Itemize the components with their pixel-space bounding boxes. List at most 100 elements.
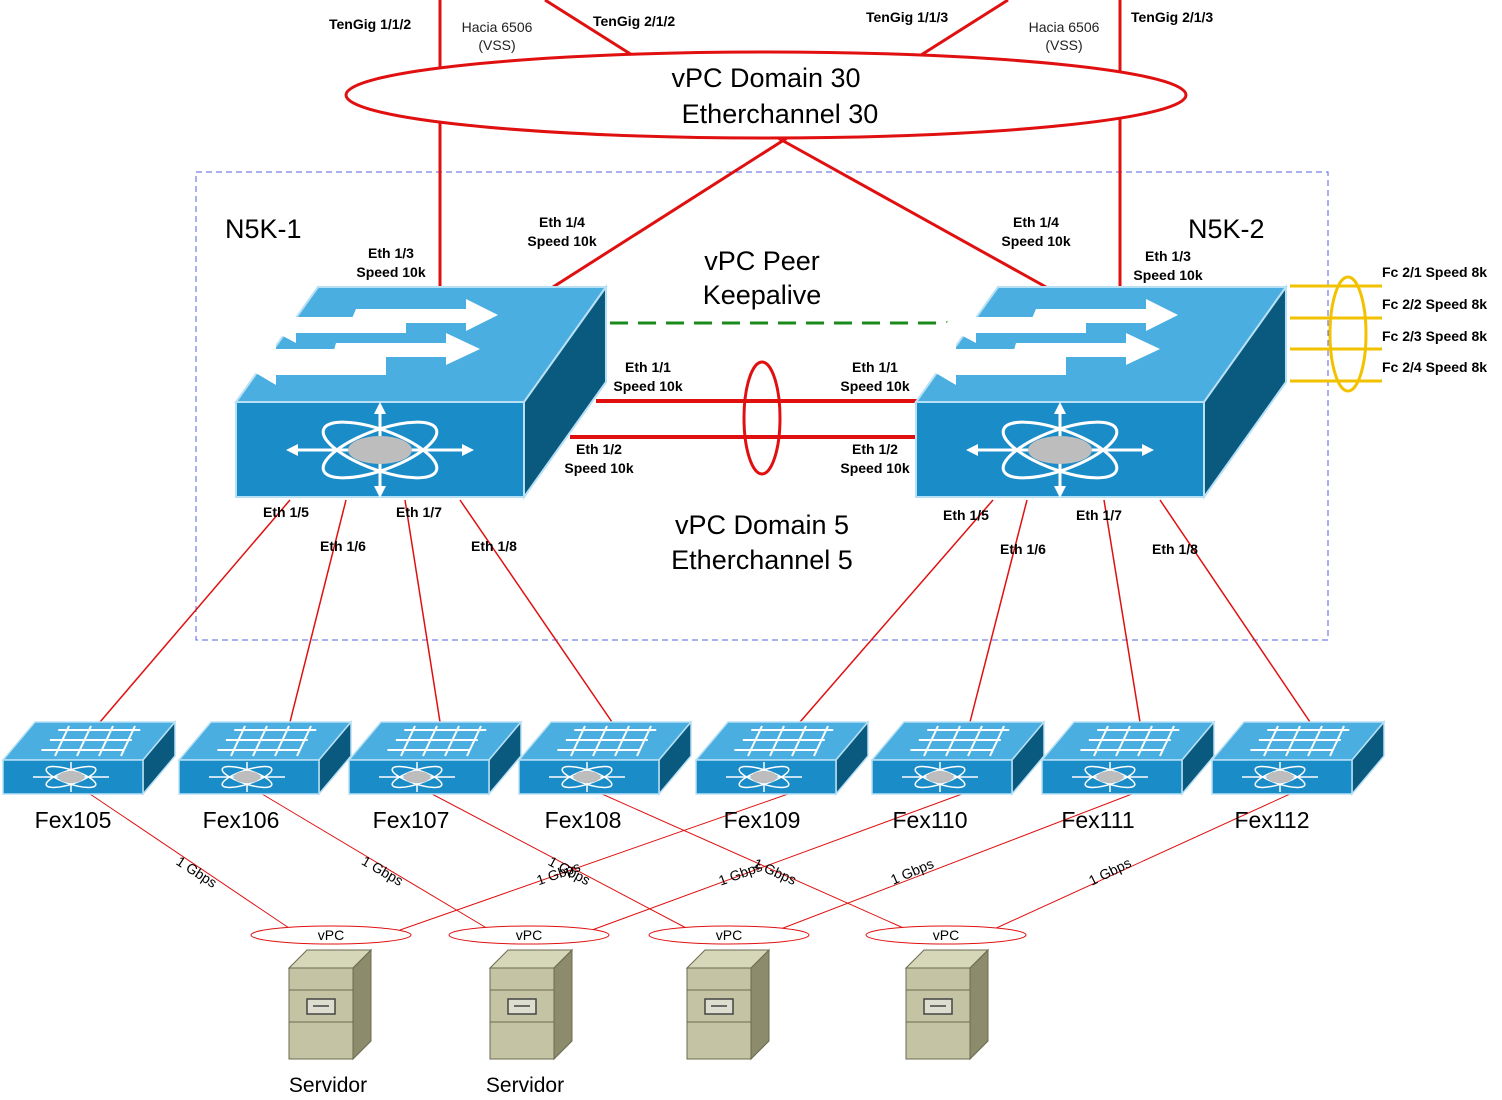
orbit-icon: [391, 765, 443, 789]
core-icon: [1028, 436, 1092, 464]
switch-name-n5k2: N5K-2: [1188, 214, 1265, 244]
link-speed-label: 1 Gbps: [716, 858, 764, 888]
server-vpc-label: vPC: [716, 927, 742, 943]
keepalive-label-2: Keepalive: [703, 280, 822, 310]
arrow-icon: [922, 339, 1066, 385]
orbit-icon: [1001, 420, 1119, 480]
fex-label-105: Fex105: [35, 807, 112, 833]
core-icon: [574, 771, 600, 783]
n5k1-eth11-speed: Speed 10k: [613, 378, 682, 394]
fc-bundle: [1328, 275, 1368, 393]
tengig-212-label: TenGig 2/1/2: [593, 13, 675, 29]
server-icon: [287, 948, 373, 1061]
fc-port-3-label: Fc 2/3 Speed 8k: [1382, 328, 1487, 344]
port-grid-icon: [592, 725, 608, 757]
vpc-domain-30-ellipse: [344, 50, 1188, 140]
port-grid-icon: [120, 725, 136, 757]
orbit-icon: [391, 765, 443, 789]
orbit-icon: [738, 765, 790, 789]
fex-label-112: Fex112: [1234, 807, 1309, 833]
orbit-icon: [1254, 765, 1306, 789]
fc-port-1-label: Fc 2/1 Speed 8k: [1382, 264, 1487, 280]
fex-devices: [1, 719, 1386, 797]
port-grid-icon: [614, 725, 630, 757]
fex-label-108: Fex108: [545, 807, 622, 833]
nexus-switch-n5k1: [234, 283, 608, 501]
server-vpc-groups: vPC vPC vPC vPC: [250, 925, 1027, 945]
n5k2-eth11-speed: Speed 10k: [840, 378, 909, 394]
n5k1-eth13-speed: Speed 10k: [356, 264, 425, 280]
port-grid-icon: [747, 725, 763, 757]
fex-switch-icon: [517, 719, 693, 797]
arrow-icon: [262, 307, 406, 343]
fex-label-109: Fex109: [724, 807, 801, 833]
n5k2-eth16-label: Eth 1/6: [1000, 541, 1046, 557]
fc-links: [1290, 275, 1382, 393]
port-grid-icon: [570, 725, 586, 757]
server-vpc-ellipse: [865, 925, 1027, 945]
server-vpc-ellipse: [250, 925, 412, 945]
fc-port-4-label: Fc 2/4 Speed 8k: [1382, 359, 1487, 375]
link-speed-label: 1 Gbps: [359, 852, 406, 888]
n5k1-eth16-label: Eth 1/6: [320, 538, 366, 554]
n5k1-eth12-label: Eth 1/2: [576, 441, 622, 457]
servers: [287, 948, 990, 1061]
port-grid-icon: [466, 725, 482, 757]
n5k1-eth14-label: Eth 1/4: [539, 214, 585, 230]
orbit-icon: [45, 765, 97, 789]
keepalive-label-1: vPC Peer: [704, 246, 820, 276]
n5k2-eth13-speed: Speed 10k: [1133, 267, 1202, 283]
orbit-icon: [1084, 765, 1136, 789]
fex-front-face: [2, 759, 144, 795]
port-grid-icon: [54, 725, 70, 757]
fex-switch-icon: [1040, 719, 1216, 797]
port-grid-icon: [989, 725, 1005, 757]
n5k1-eth18-label: Eth 1/8: [471, 538, 517, 554]
hacia-6506-label-2: Hacia 6506: [1029, 19, 1100, 35]
server-icon: [685, 948, 771, 1061]
n5k1-eth15-label: Eth 1/5: [263, 504, 309, 520]
tengig-113-label: TenGig 1/1/3: [866, 9, 948, 25]
orbit-icon: [561, 765, 613, 789]
vss-label-1: (VSS): [478, 37, 515, 53]
port-grid-icon: [769, 725, 785, 757]
server-link-labels: 1 Gbps 1 Gbps 1 Gbps 1 Gbps 1 Gbps 1 Gbp…: [173, 852, 1133, 890]
port-grid-icon: [444, 725, 460, 757]
n5k2-eth13-label: Eth 1/3: [1145, 248, 1191, 264]
server-front-face: [905, 967, 971, 1060]
fex-switch-icon: [347, 719, 523, 797]
orbit-icon: [914, 765, 966, 789]
server-side-face: [352, 948, 372, 1061]
orbit-icon: [1001, 420, 1119, 480]
fex-switch-icon: [1210, 719, 1386, 797]
n5k2-eth14-speed: Speed 10k: [1001, 233, 1070, 249]
port-grid-icon: [1285, 725, 1301, 757]
n5k2-eth15-label: Eth 1/5: [943, 507, 989, 523]
orbit-icon: [1084, 765, 1136, 789]
arrow-icon: [242, 339, 386, 385]
orbit-icon: [221, 765, 273, 789]
orbit-icon: [321, 420, 439, 480]
uplinks: [438, 0, 1122, 289]
server-label-1: Servidor: [289, 1074, 367, 1097]
fex-front-face: [871, 759, 1013, 795]
port-grid-icon: [230, 725, 246, 757]
server-side-face: [553, 948, 573, 1061]
port-grid-icon: [813, 725, 829, 757]
server-vpc-ellipse: [648, 925, 810, 945]
vss-label-2: (VSS): [1045, 37, 1082, 53]
port-grid-icon: [945, 725, 961, 757]
port-grid-icon: [98, 725, 114, 757]
port-grid-icon: [1137, 725, 1153, 757]
core-icon: [404, 771, 430, 783]
server-vpc-label: vPC: [516, 927, 542, 943]
fc-port-2-label: Fc 2/2 Speed 8k: [1382, 296, 1487, 312]
orbit-icon: [221, 765, 273, 789]
cross-link-1: [552, 136, 788, 289]
core-icon: [58, 771, 84, 783]
fex-switch-icon: [870, 719, 1046, 797]
n5k2-eth12-speed: Speed 10k: [840, 460, 909, 476]
core-icon: [927, 771, 953, 783]
port-grid-icon: [1307, 725, 1323, 757]
